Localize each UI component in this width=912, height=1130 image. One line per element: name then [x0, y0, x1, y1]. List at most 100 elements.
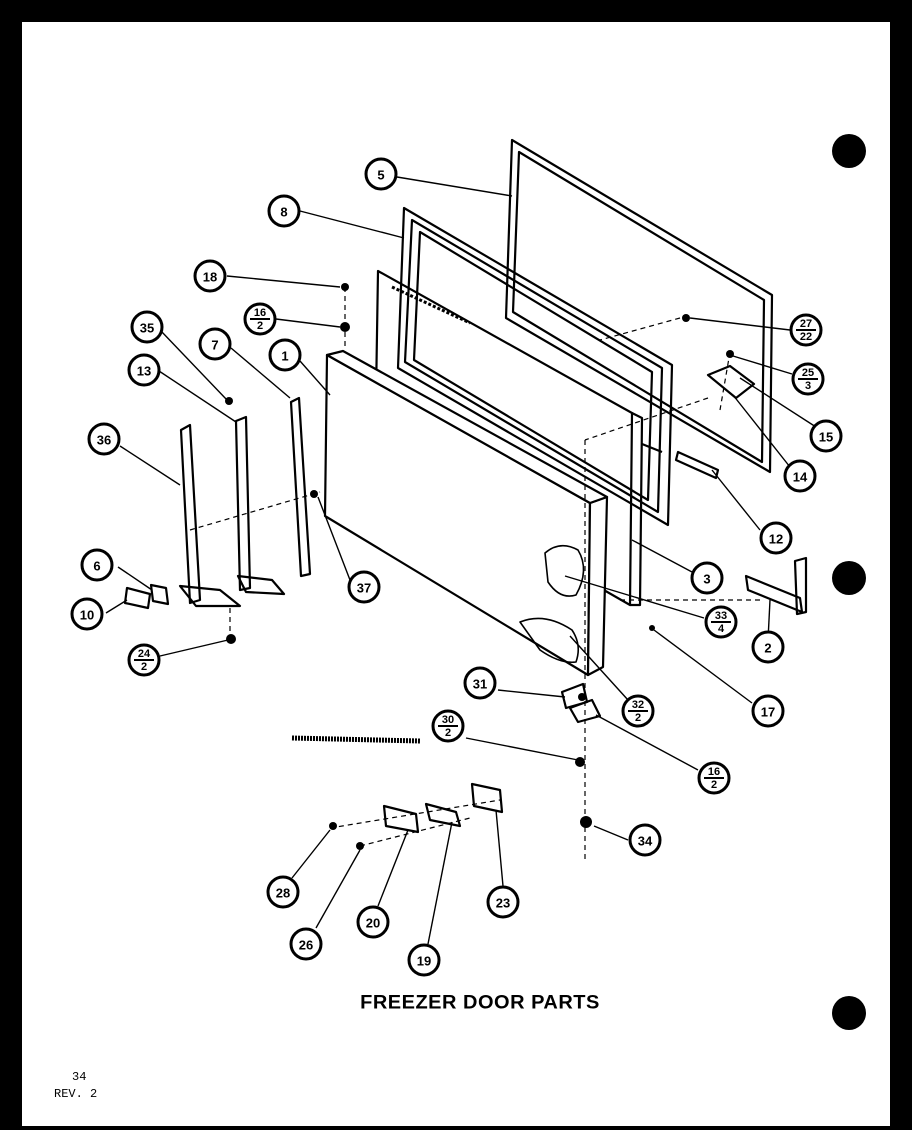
callout-label: 12	[769, 532, 783, 547]
hinge-bracket-part	[178, 423, 242, 608]
callout-26: 26	[289, 927, 323, 961]
callout-quantity: 2	[141, 661, 147, 673]
callout-circle	[628, 823, 662, 857]
callout-31: 31	[463, 666, 497, 700]
callout-label: 2	[764, 641, 771, 656]
handle-cap-part	[149, 583, 170, 606]
callout-label: 1	[281, 349, 288, 364]
callout-circle	[809, 419, 843, 453]
callout-circle	[289, 927, 323, 961]
callout-circle	[690, 561, 724, 595]
callout-34: 34	[628, 823, 662, 857]
callout-circle	[364, 157, 398, 191]
callout-label: 26	[299, 938, 313, 953]
callout-7: 7	[198, 327, 232, 361]
callout-circle	[486, 885, 520, 919]
binder-hole-bottom	[832, 996, 866, 1030]
callout-quantity: 2	[445, 727, 451, 739]
callout-label: 6	[93, 559, 100, 574]
callout-14: 14	[783, 459, 817, 493]
callout-circle	[268, 338, 302, 372]
callout-12: 12	[759, 521, 793, 555]
outer-door-panel-part	[323, 349, 609, 677]
callout-label: 18	[203, 270, 217, 285]
callout-circle	[463, 666, 497, 700]
callout-37: 37	[347, 570, 381, 604]
callout-label: 20	[366, 916, 380, 931]
top-hinge-part	[706, 364, 756, 400]
long-screw-part	[291, 735, 421, 744]
callout-circle	[130, 310, 164, 344]
callout-17: 17	[751, 694, 785, 728]
callout-13: 13	[127, 353, 161, 387]
revision-label: REV. 2	[54, 1087, 98, 1101]
callout-label: 8	[280, 205, 287, 220]
callout-23: 23	[486, 885, 520, 919]
callout-circle	[347, 570, 381, 604]
callout-10: 10	[70, 597, 104, 631]
callout-label: 36	[97, 433, 111, 448]
callout-label: 10	[80, 608, 94, 623]
callout-quantity: 22	[800, 331, 812, 343]
callout-circle	[356, 905, 390, 939]
callout-circle	[759, 521, 793, 555]
lower-hinge-bracket-part	[744, 556, 808, 616]
callout-label: 14	[793, 470, 808, 485]
callout-label: 35	[140, 321, 154, 336]
callout-20: 20	[356, 905, 390, 939]
callout-16-2b: 162	[697, 761, 731, 795]
diagram-title: FREEZER DOOR PARTS	[360, 992, 600, 1014]
callout-circle	[80, 548, 114, 582]
callout-part-number: 33	[715, 610, 727, 622]
callout-label: 15	[819, 430, 833, 445]
callout-label: 17	[761, 705, 775, 720]
callout-circle	[407, 943, 441, 977]
callout-part-number: 24	[138, 648, 151, 660]
inner-door-liner-part	[396, 206, 674, 527]
callout-label: 28	[276, 886, 290, 901]
callout-24-2: 242	[127, 643, 161, 677]
callout-label: 5	[377, 168, 384, 183]
callout-circle	[87, 422, 121, 456]
callout-3: 3	[690, 561, 724, 595]
callout-18: 18	[193, 259, 227, 293]
callout-16-2: 162	[243, 302, 277, 336]
callout-label: 23	[496, 896, 510, 911]
callout-5: 5	[364, 157, 398, 191]
callout-circle	[783, 459, 817, 493]
callout-35: 35	[130, 310, 164, 344]
binder-hole-top	[832, 134, 866, 168]
callout-15: 15	[809, 419, 843, 453]
callout-layer: 5818162357113366102423727222531514123334…	[70, 157, 843, 977]
callout-label: 34	[638, 834, 653, 849]
callout-circle	[266, 875, 300, 909]
callout-30-2: 302	[431, 709, 465, 743]
callout-28: 28	[266, 875, 300, 909]
callout-25-3: 253	[791, 362, 825, 396]
callout-8: 8	[267, 194, 301, 228]
fastener-dots	[225, 283, 734, 850]
callout-part-number: 27	[800, 318, 812, 330]
callout-quantity: 2	[635, 712, 641, 724]
callout-part-number: 16	[254, 307, 266, 319]
callout-label: 31	[473, 677, 487, 692]
callout-part-number: 30	[442, 714, 454, 726]
callout-1: 1	[268, 338, 302, 372]
callout-part-number: 16	[708, 766, 720, 778]
callout-33-4: 334	[704, 605, 738, 639]
hinge-pin-plate-part	[560, 682, 602, 724]
callout-circle	[198, 327, 232, 361]
callout-circle	[193, 259, 227, 293]
callout-quantity: 4	[718, 623, 725, 635]
callout-quantity: 2	[257, 320, 263, 332]
callout-circle	[751, 630, 785, 664]
trim-plate-part	[123, 586, 152, 610]
leader-lines	[105, 176, 817, 945]
assembly-lines	[189, 287, 760, 860]
callout-36: 36	[87, 422, 121, 456]
door-rail-part	[674, 450, 720, 480]
page-number: 34	[72, 1070, 87, 1084]
